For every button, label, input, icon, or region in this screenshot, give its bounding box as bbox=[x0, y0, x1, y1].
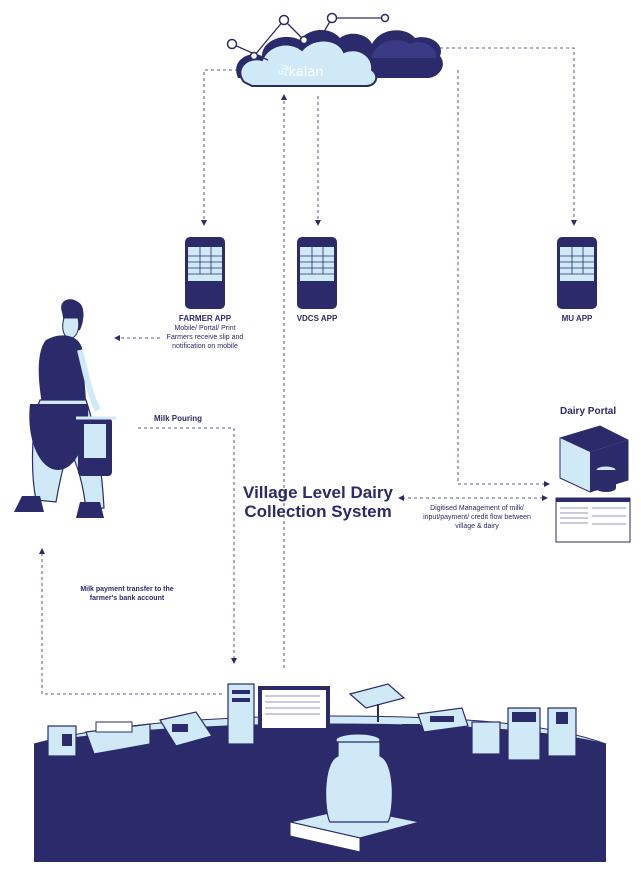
farmer-app-caption: Mobile/ Portal/ Print Farmers receive sl… bbox=[150, 325, 260, 351]
milk-analyzer bbox=[47, 725, 77, 757]
weighing-scale-top bbox=[348, 683, 406, 722]
milk-can bbox=[289, 733, 421, 853]
cpu-tower bbox=[227, 683, 255, 745]
mu-app-phone bbox=[557, 237, 597, 309]
center-title: Village Level Dairy Collection System bbox=[228, 483, 408, 521]
dairy-portal-screen bbox=[555, 497, 631, 543]
payment-line: Milk payment transfer to the bbox=[80, 586, 174, 593]
farmer-caption-line: Mobile/ Portal/ Print bbox=[174, 325, 236, 332]
mu-app-title: MU APP bbox=[561, 314, 593, 323]
farmer-caption-line: Farmers receive slip and bbox=[166, 333, 244, 341]
computer-monitor bbox=[258, 686, 330, 738]
vdcs-app-title: VDCS APP bbox=[296, 314, 338, 323]
payment-caption: Milk payment transfer to the farmer's ba… bbox=[62, 586, 192, 604]
digitised-line: input/payment/ credit flow between bbox=[423, 513, 531, 521]
sikalan-cloud bbox=[226, 12, 443, 87]
farmer-app-phone bbox=[185, 237, 225, 309]
center-title-line: Collection System bbox=[244, 501, 392, 521]
farmer-figure bbox=[14, 299, 116, 518]
lab-equipment bbox=[402, 707, 577, 761]
dairy-server bbox=[559, 425, 629, 493]
digitised-line: Digitised Management of milk/ bbox=[430, 505, 524, 512]
farmer-app-title: FARMER APP bbox=[178, 314, 232, 323]
dairy-portal-title: Dairy Portal bbox=[560, 406, 617, 417]
center-title-line: Village Level Dairy bbox=[243, 483, 393, 502]
payment-line: farmer's bank account bbox=[89, 594, 165, 602]
digitised-line: village & dairy bbox=[455, 522, 499, 530]
arrow-heads bbox=[39, 94, 577, 664]
connector-lines bbox=[41, 47, 575, 695]
digitised-caption: Digitised Management of milk/ input/paym… bbox=[402, 505, 552, 531]
printer bbox=[85, 721, 151, 755]
milk-pouring-label: Milk Pouring bbox=[154, 414, 202, 423]
farmer-caption-line: notification on mobile bbox=[172, 342, 238, 350]
cloud-brand: ঐkalan bbox=[278, 64, 324, 80]
weighing-display bbox=[159, 711, 213, 747]
vdcs-app-phone bbox=[297, 237, 337, 309]
